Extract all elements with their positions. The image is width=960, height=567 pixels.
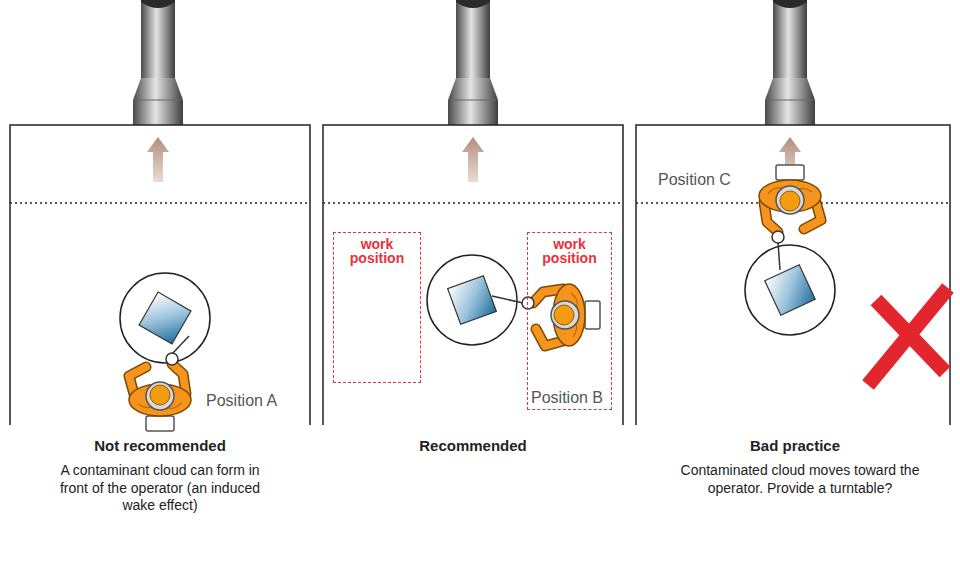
position-label: Position A bbox=[206, 391, 277, 411]
caption-text: Contaminated cloud moves toward the oper… bbox=[680, 462, 920, 497]
position-label: Position C bbox=[658, 170, 731, 190]
verdict-heading: Not recommended bbox=[10, 437, 310, 456]
verdict-heading: Recommended bbox=[323, 437, 623, 456]
position-label: Position B bbox=[531, 389, 603, 407]
verdict-heading: Bad practice bbox=[645, 437, 945, 456]
zone-label: work position bbox=[535, 237, 605, 265]
work-position-box: work position bbox=[333, 232, 421, 383]
work-position-box: work positionPosition B bbox=[527, 232, 612, 410]
caption-text: A contaminant cloud can form in front of… bbox=[58, 462, 262, 515]
zone-label: work position bbox=[342, 237, 412, 265]
